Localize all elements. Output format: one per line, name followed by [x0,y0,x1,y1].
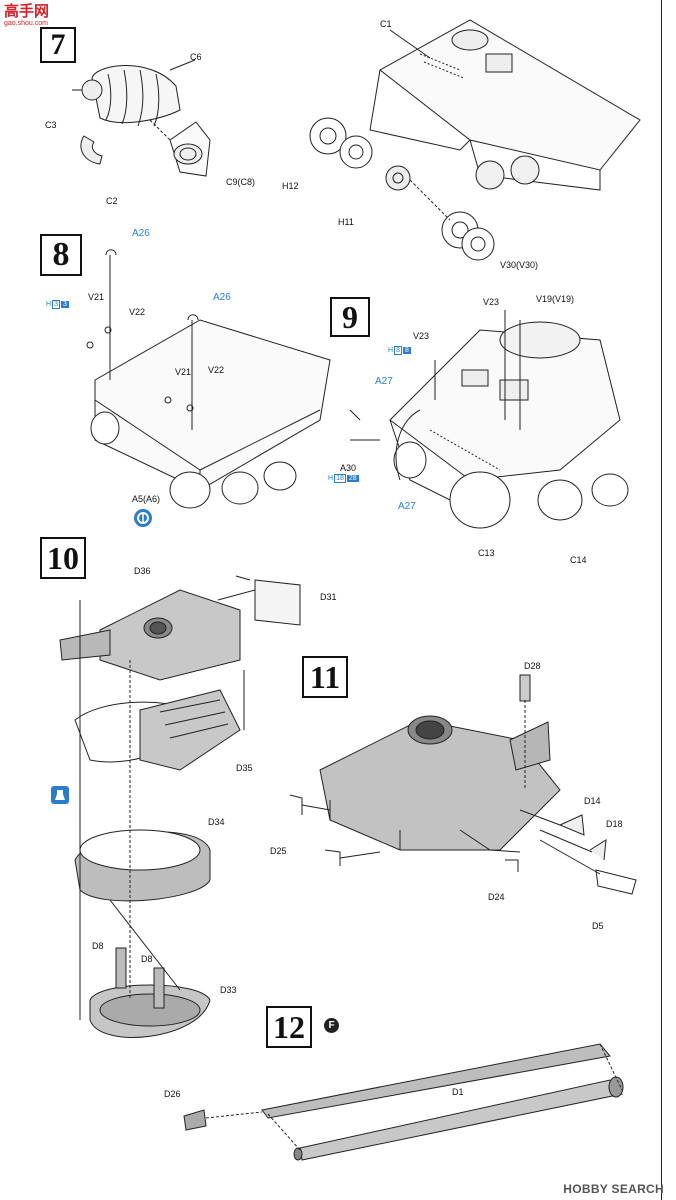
part-label: C13 [478,548,495,558]
part-label: D31 [320,592,337,602]
part-label: V22 [129,307,146,317]
step-10-label: 10 [47,539,79,576]
step7-hull [309,19,641,261]
part-label: D36 [134,566,151,576]
hbadge-h: H [328,475,334,482]
paint-callout-h18: H 18 28 [328,474,359,483]
hobby-search-logo: HOBBY SEARCH [563,1182,664,1196]
part-label: V22 [208,365,225,375]
part-label: D34 [208,817,225,827]
part-label: C9(C8) [226,177,256,187]
hbadge-h: H [388,347,394,354]
part-label: H12 [282,181,299,191]
part-label: D25 [270,846,287,856]
site-watermark: 高手网 gao.shou.com [4,4,49,27]
step-9-label: 9 [342,298,358,335]
step11-turret [289,674,637,895]
step8-hull [86,249,331,509]
part-label: V19(V19) [536,294,575,304]
part-label: D18 [606,819,623,829]
step7-fender-parts [72,59,211,177]
step-10-number: 10 [40,537,86,579]
part-label: V30(V30) [500,260,539,270]
step-12-label: 12 [273,1008,305,1045]
part-label: D26 [164,1089,181,1099]
step-7-label: 7 [50,28,66,61]
step-11-label: 11 [309,658,341,695]
part-label: D14 [584,796,601,806]
part-label: D28 [524,661,541,671]
part-label: C1 [380,19,392,29]
part-label: V23 [483,297,500,307]
step-9-number: 9 [330,297,370,337]
part-label: V21 [175,367,192,377]
part-label: C14 [570,555,587,565]
part-label: A5(A6) [132,494,161,504]
hbadge-a: 18 [334,474,346,483]
part-label: C3 [45,120,57,130]
part-label: A27 [398,501,416,512]
decal-icon [134,509,152,527]
paint-callout-h3: H 3 3 [46,300,69,309]
hbadge-b: 28 [346,475,359,482]
cement-icon [51,786,69,804]
step-11-number: 11 [302,656,348,698]
step-12-f-badge: F [324,1018,339,1033]
step-12-number: 12 [266,1006,312,1048]
hbadge-h: H [46,301,52,308]
step10-turret [59,575,301,1038]
part-label: D8 [92,941,104,951]
hobby-search-text: HOBBY SEARCH [563,1182,664,1196]
part-label: A26 [132,228,150,239]
part-label: A26 [213,292,231,303]
part-label: D33 [220,985,237,995]
part-label: D35 [236,763,253,773]
part-label: A27 [375,376,393,387]
hbadge-b: 8 [402,347,411,354]
step-7-number: 7 [40,27,76,63]
watermark-site: gao.shou.com [4,20,48,27]
part-label: A30 [340,463,357,473]
watermark-brand: 高手网 [4,3,50,20]
paint-callout-h8: H 8 8 [388,346,411,355]
step9-hull [349,310,629,529]
part-label: D1 [452,1087,464,1097]
part-label: H11 [338,217,354,227]
hbadge-a: 3 [52,300,60,309]
step-8-label: 8 [52,236,70,273]
part-label: D8 [141,954,153,964]
step-8-number: 8 [40,234,82,276]
part-label: C6 [190,52,202,62]
part-label: V23 [413,331,430,341]
part-label: C2 [106,196,118,206]
part-label: D24 [488,892,505,902]
f-badge-label: F [328,1020,335,1031]
step12-barrel [183,1043,624,1161]
part-label: V21 [88,292,105,302]
hbadge-a: 8 [394,346,402,355]
page-edge-rule [661,0,662,1200]
hbadge-b: 3 [60,301,69,308]
part-label: D5 [592,921,604,931]
